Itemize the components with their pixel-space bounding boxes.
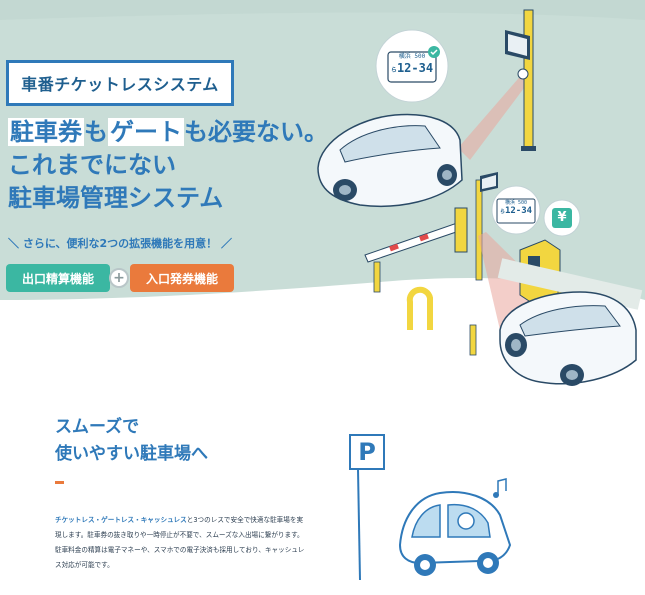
plus-icon: +	[109, 268, 129, 288]
camera-pole	[523, 9, 534, 151]
section-title-line1: スムーズで	[55, 417, 140, 437]
parking-illustration	[317, 9, 643, 386]
happy-driver-illustration	[349, 434, 512, 581]
plate-region-right: 横浜 500	[504, 200, 528, 206]
headline-particle: も	[84, 118, 108, 146]
headline-word-ticket: 駐車券	[8, 118, 84, 146]
plate-bubble-right	[491, 185, 541, 235]
plate-kana-right: ら	[499, 209, 505, 215]
display-screen	[505, 30, 530, 60]
plate-text-top: 横浜 500 ら12-34	[389, 53, 435, 78]
headline-line1-end: も必要ない。	[184, 118, 328, 146]
plate-region-top: 横浜 500	[398, 53, 426, 60]
section-divider	[55, 481, 64, 484]
camera-beam-top	[458, 72, 530, 160]
driver-icon	[457, 512, 475, 530]
gate-barrier	[364, 207, 468, 263]
section-title-line2: 使いやすい駐車場へ	[55, 444, 208, 464]
headline-line3: 駐車場管理システム	[8, 184, 224, 212]
section-body-2: 駐車料金の精算は電子マネーや、スマホでの電子決済も採用しており、キャッシュレス対…	[55, 546, 305, 569]
yen-icon: ¥	[557, 210, 567, 225]
plate-number-right: 12-34	[504, 206, 533, 216]
car-cartoon	[398, 491, 512, 576]
product-badge: 車番チケットレスシステム	[6, 60, 234, 106]
parking-sign-icon	[349, 434, 385, 470]
parking-sign-letter: P	[358, 438, 376, 466]
exit-payment-feature-button[interactable]: 出口精算機能	[6, 264, 110, 292]
plate-number-top: 12-34	[396, 61, 434, 75]
entry-ticket-feature-button[interactable]: 入口発券機能	[130, 264, 234, 292]
section-body: チケットレス・ゲートレス・キャッシュレスと3つのレスで安全で快適な駐車場を実現し…	[55, 513, 305, 573]
small-screen	[480, 172, 498, 192]
headline-line2: これまでにない	[8, 151, 176, 179]
plate-text-right: 横浜 500 ら12-34	[497, 200, 535, 218]
car-top	[317, 113, 463, 208]
extensions-subcopy: ＼ さらに、便利な2つの拡張機能を用意！ ／	[8, 237, 232, 250]
section-body-1: と3つのレスで安全で快適な駐車場を実現します。駐車券の抜き取りや一時停止が不要で…	[55, 516, 304, 539]
camera-icon	[517, 68, 529, 80]
gate-pole	[475, 179, 483, 281]
product-badge-label: 車番チケットレスシステム	[21, 75, 219, 94]
plate-bubble-top	[375, 29, 449, 103]
car-bottom	[499, 291, 637, 386]
section-title: スムーズで 使いやすい駐車場へ	[55, 414, 208, 468]
section-body-strong: チケットレス・ゲートレス・キャッシュレス	[55, 516, 187, 524]
headline-word-gate: ゲート	[108, 118, 184, 146]
plate-kana-top: ら	[390, 67, 397, 74]
yen-bubble	[543, 199, 581, 237]
hero-headline: 駐車券もゲートも必要ない。 これまでにない 駐車場管理システム	[8, 116, 328, 215]
music-note-icon	[493, 478, 507, 498]
